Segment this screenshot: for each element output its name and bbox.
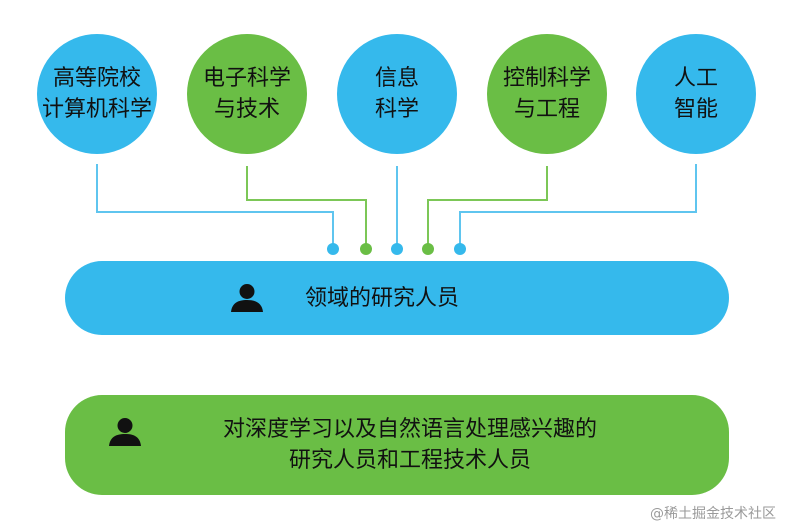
- connector-dot: [422, 243, 434, 255]
- circle-label-electronic-science: 电子科学 与技术: [202, 66, 291, 122]
- watermark: @稀土掘金技术社区: [650, 506, 776, 522]
- connector-dot: [454, 243, 466, 255]
- connector-dot: [391, 243, 403, 255]
- connector-line: [459, 164, 697, 249]
- interested-audience-text: 对深度学习以及自然语言处理感兴趣的 研究人员和工程技术人员: [222, 417, 597, 473]
- interested-audience-bar: 对深度学习以及自然语言处理感兴趣的 研究人员和工程技术人员: [65, 395, 729, 495]
- circle-computer-science: 高等院校 计算机科学: [37, 34, 157, 154]
- connector-line: [427, 166, 548, 249]
- circle-label-information-science: 信息 科学: [374, 66, 419, 122]
- circle-label-computer-science: 高等院校 计算机科学: [41, 66, 152, 122]
- circle-artificial-intelligence: 人工 智能: [636, 34, 756, 154]
- connector-dot: [327, 243, 339, 255]
- connector-line: [246, 166, 367, 249]
- connector-line: [96, 164, 334, 249]
- person-icon: [231, 284, 263, 312]
- circle-label-control-engineering: 控制科学 与工程: [502, 66, 591, 122]
- circle-electronic-science: 电子科学 与技术: [187, 34, 307, 154]
- domain-researchers-text: 领域的研究人员: [305, 286, 460, 311]
- circle-information-science: 信息 科学: [337, 34, 457, 154]
- person-icon: [109, 418, 141, 446]
- connector-dot: [360, 243, 372, 255]
- circle-label-artificial-intelligence: 人工 智能: [673, 66, 718, 122]
- domain-researchers-bar: 领域的研究人员: [65, 261, 729, 335]
- circle-control-engineering: 控制科学 与工程: [487, 34, 607, 154]
